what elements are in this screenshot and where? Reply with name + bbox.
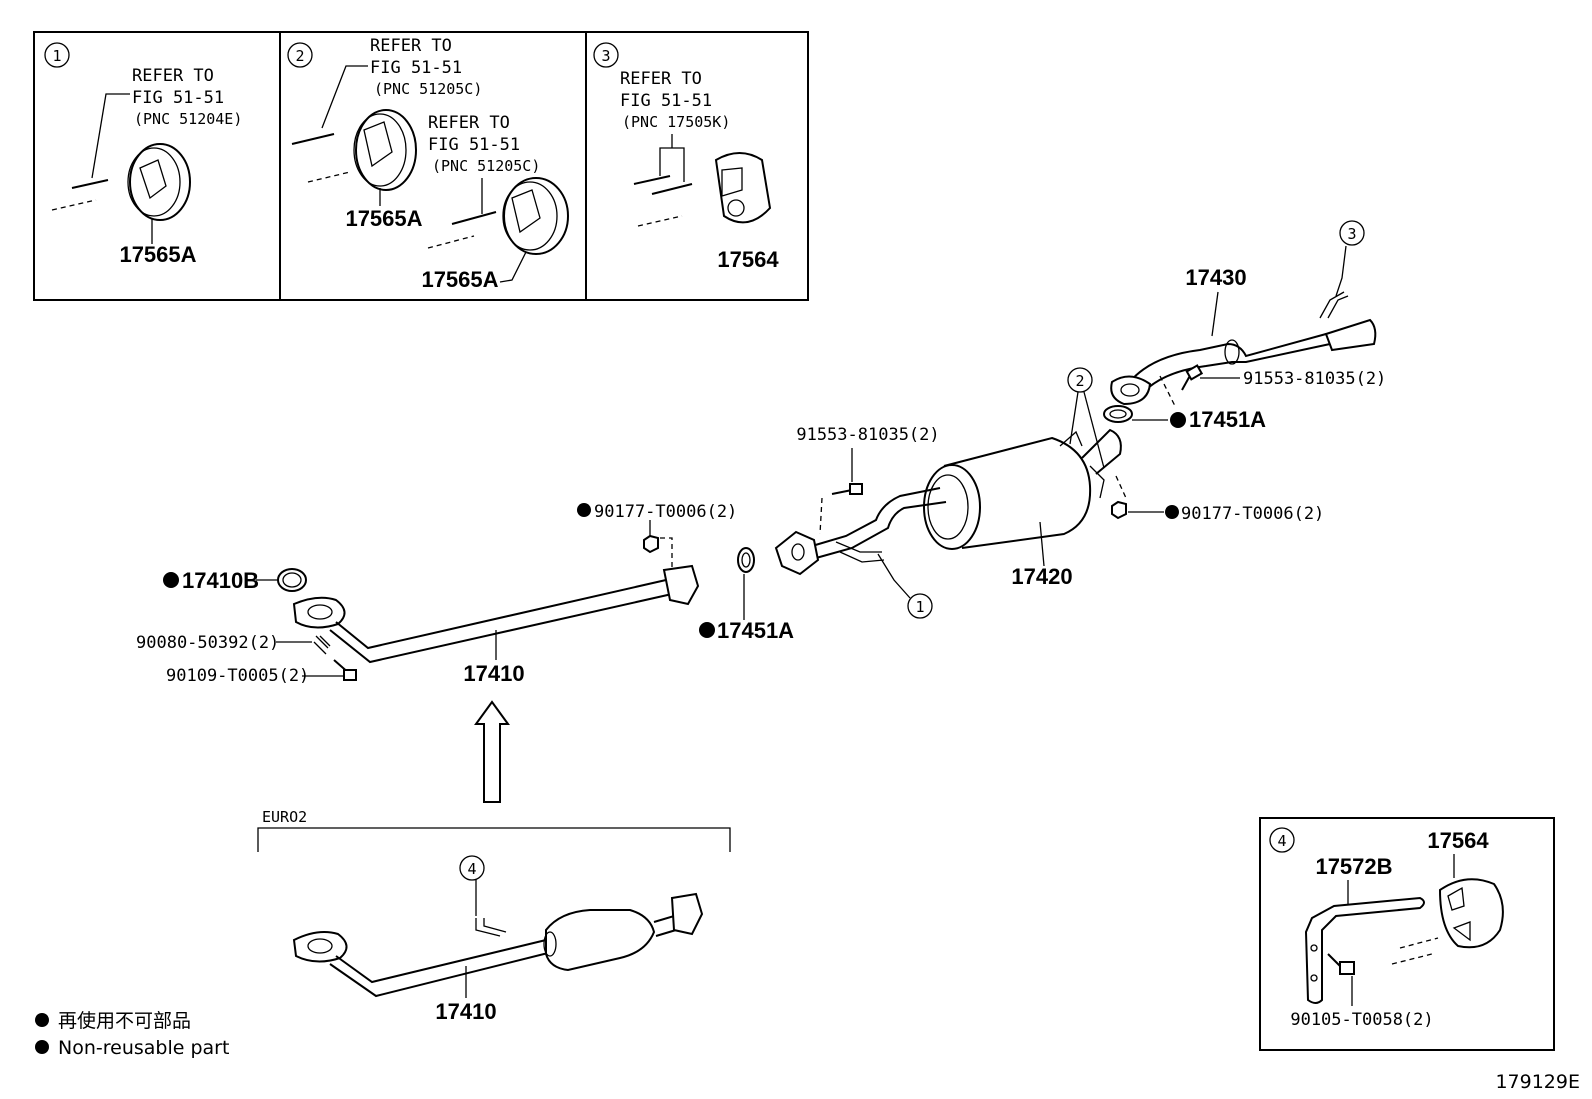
label-gasket-17451a-mid: 17451A [717,618,794,643]
inset-3-number: 3 [601,47,610,65]
front-pipe-17410: 17410 [292,564,700,686]
inset-1: 1 REFER TO FIG 51-51 (PNC 51204E) 17565A [44,42,242,267]
nut-90177-right: 90177-T0006(2) [1111,475,1324,524]
muffler-17420: 1 17420 2 [774,367,1122,619]
tailpipe-17430: 3 17430 [1110,220,1377,406]
insulator-hanger [127,143,191,221]
label-bolt-91553-mid: 91553-81035(2) [796,425,939,445]
gasket-17410b: 17410B [163,568,307,593]
inset-3: 3 REFER TO FIG 51-51 (PNC 17505K) 17564 [593,42,779,272]
inset-2-fig: FIG 51-51 [370,58,462,78]
bolt-90109: 90109-T0005(2) [166,659,357,686]
callout-2: 2 [1075,372,1084,390]
bolt-91553-top: 91553-81035(2) [1159,364,1386,409]
legend-jp: 再使用不可部品 [58,1010,191,1032]
euro2-section: EURO2 4 17410 [257,808,731,1024]
label-nut-90177-left: 90177-T0006(2) [594,502,737,522]
label-bolt-90109: 90109-T0005(2) [166,666,309,686]
label-nut-90177-right: 90177-T0006(2) [1181,504,1324,524]
inset-2: 2 REFER TO FIG 51-51 (PNC 51205C) 17565A… [287,36,569,292]
inset-2-part2: 17565A [421,267,498,292]
inset-2-part: 17565A [345,206,422,231]
inset-2-fig2: FIG 51-51 [428,135,520,155]
bolt-90105 [1327,953,1355,1006]
legend: 再使用不可部品 Non-reusable part [35,1010,229,1059]
figure-id: 179129E [1495,1071,1580,1093]
inset-3-part: 17564 [717,247,779,272]
inset-1-part: 17565A [119,242,196,267]
callout-1: 1 [915,598,924,616]
label-gasket-17451a-top: 17451A [1189,407,1266,432]
inset-2-refer: REFER TO [370,36,452,56]
inset-4-bolt: 90105-T0058(2) [1290,1010,1433,1030]
callout-3: 3 [1347,225,1356,243]
bolt-91553-mid: 91553-81035(2) [796,425,940,535]
inset-4-insulator: 17564 [1427,828,1489,853]
gasket-17451a-mid: 17451A [699,547,794,643]
part-17410: 17410 [463,661,524,686]
inset-3-refer: REFER TO [620,69,702,89]
inset-2-pnc2: (PNC 51205C) [432,157,540,175]
insulator-hanger [353,109,417,191]
up-arrow [474,700,510,803]
label-bolt-91553-top: 91553-81035(2) [1243,369,1386,389]
label-gasket-17410b: 17410B [182,568,259,593]
euro2-label: EURO2 [262,808,307,826]
inset-1-refer: REFER TO [132,66,214,86]
label-spring-bolt-90080: 90080-50392(2) [136,633,279,653]
inset-1-pnc: (PNC 51204E) [134,110,242,128]
inset-2-number: 2 [295,47,304,65]
inset-4-number: 4 [1277,832,1286,850]
part-17420: 17420 [1011,564,1072,589]
gasket-17451a-top: 17451A [1103,405,1266,432]
inset-1-fig: FIG 51-51 [132,88,224,108]
insulator-hanger [714,152,772,224]
inset-box-top [33,31,809,301]
insulator-hanger [502,177,569,255]
inset-2-refer2: REFER TO [428,113,510,133]
inset-3-pnc: (PNC 17505K) [622,113,730,131]
spring-bolt-90080: 90080-50392(2) [136,633,331,655]
inset-4: 4 17572B 17564 90105-T0058(2) [1259,817,1555,1051]
inset-4-bracket: 17572B [1315,854,1392,879]
euro2-callout-4: 4 [467,860,476,878]
part-17410-euro: 17410 [435,999,496,1024]
part-17430: 17430 [1185,265,1246,290]
inset-1-number: 1 [52,47,61,65]
nut-90177-left: 90177-T0006(2) [577,502,737,572]
inset-2-pnc: (PNC 51205C) [374,80,482,98]
inset-3-fig: FIG 51-51 [620,91,712,111]
legend-en: Non-reusable part [58,1037,229,1059]
